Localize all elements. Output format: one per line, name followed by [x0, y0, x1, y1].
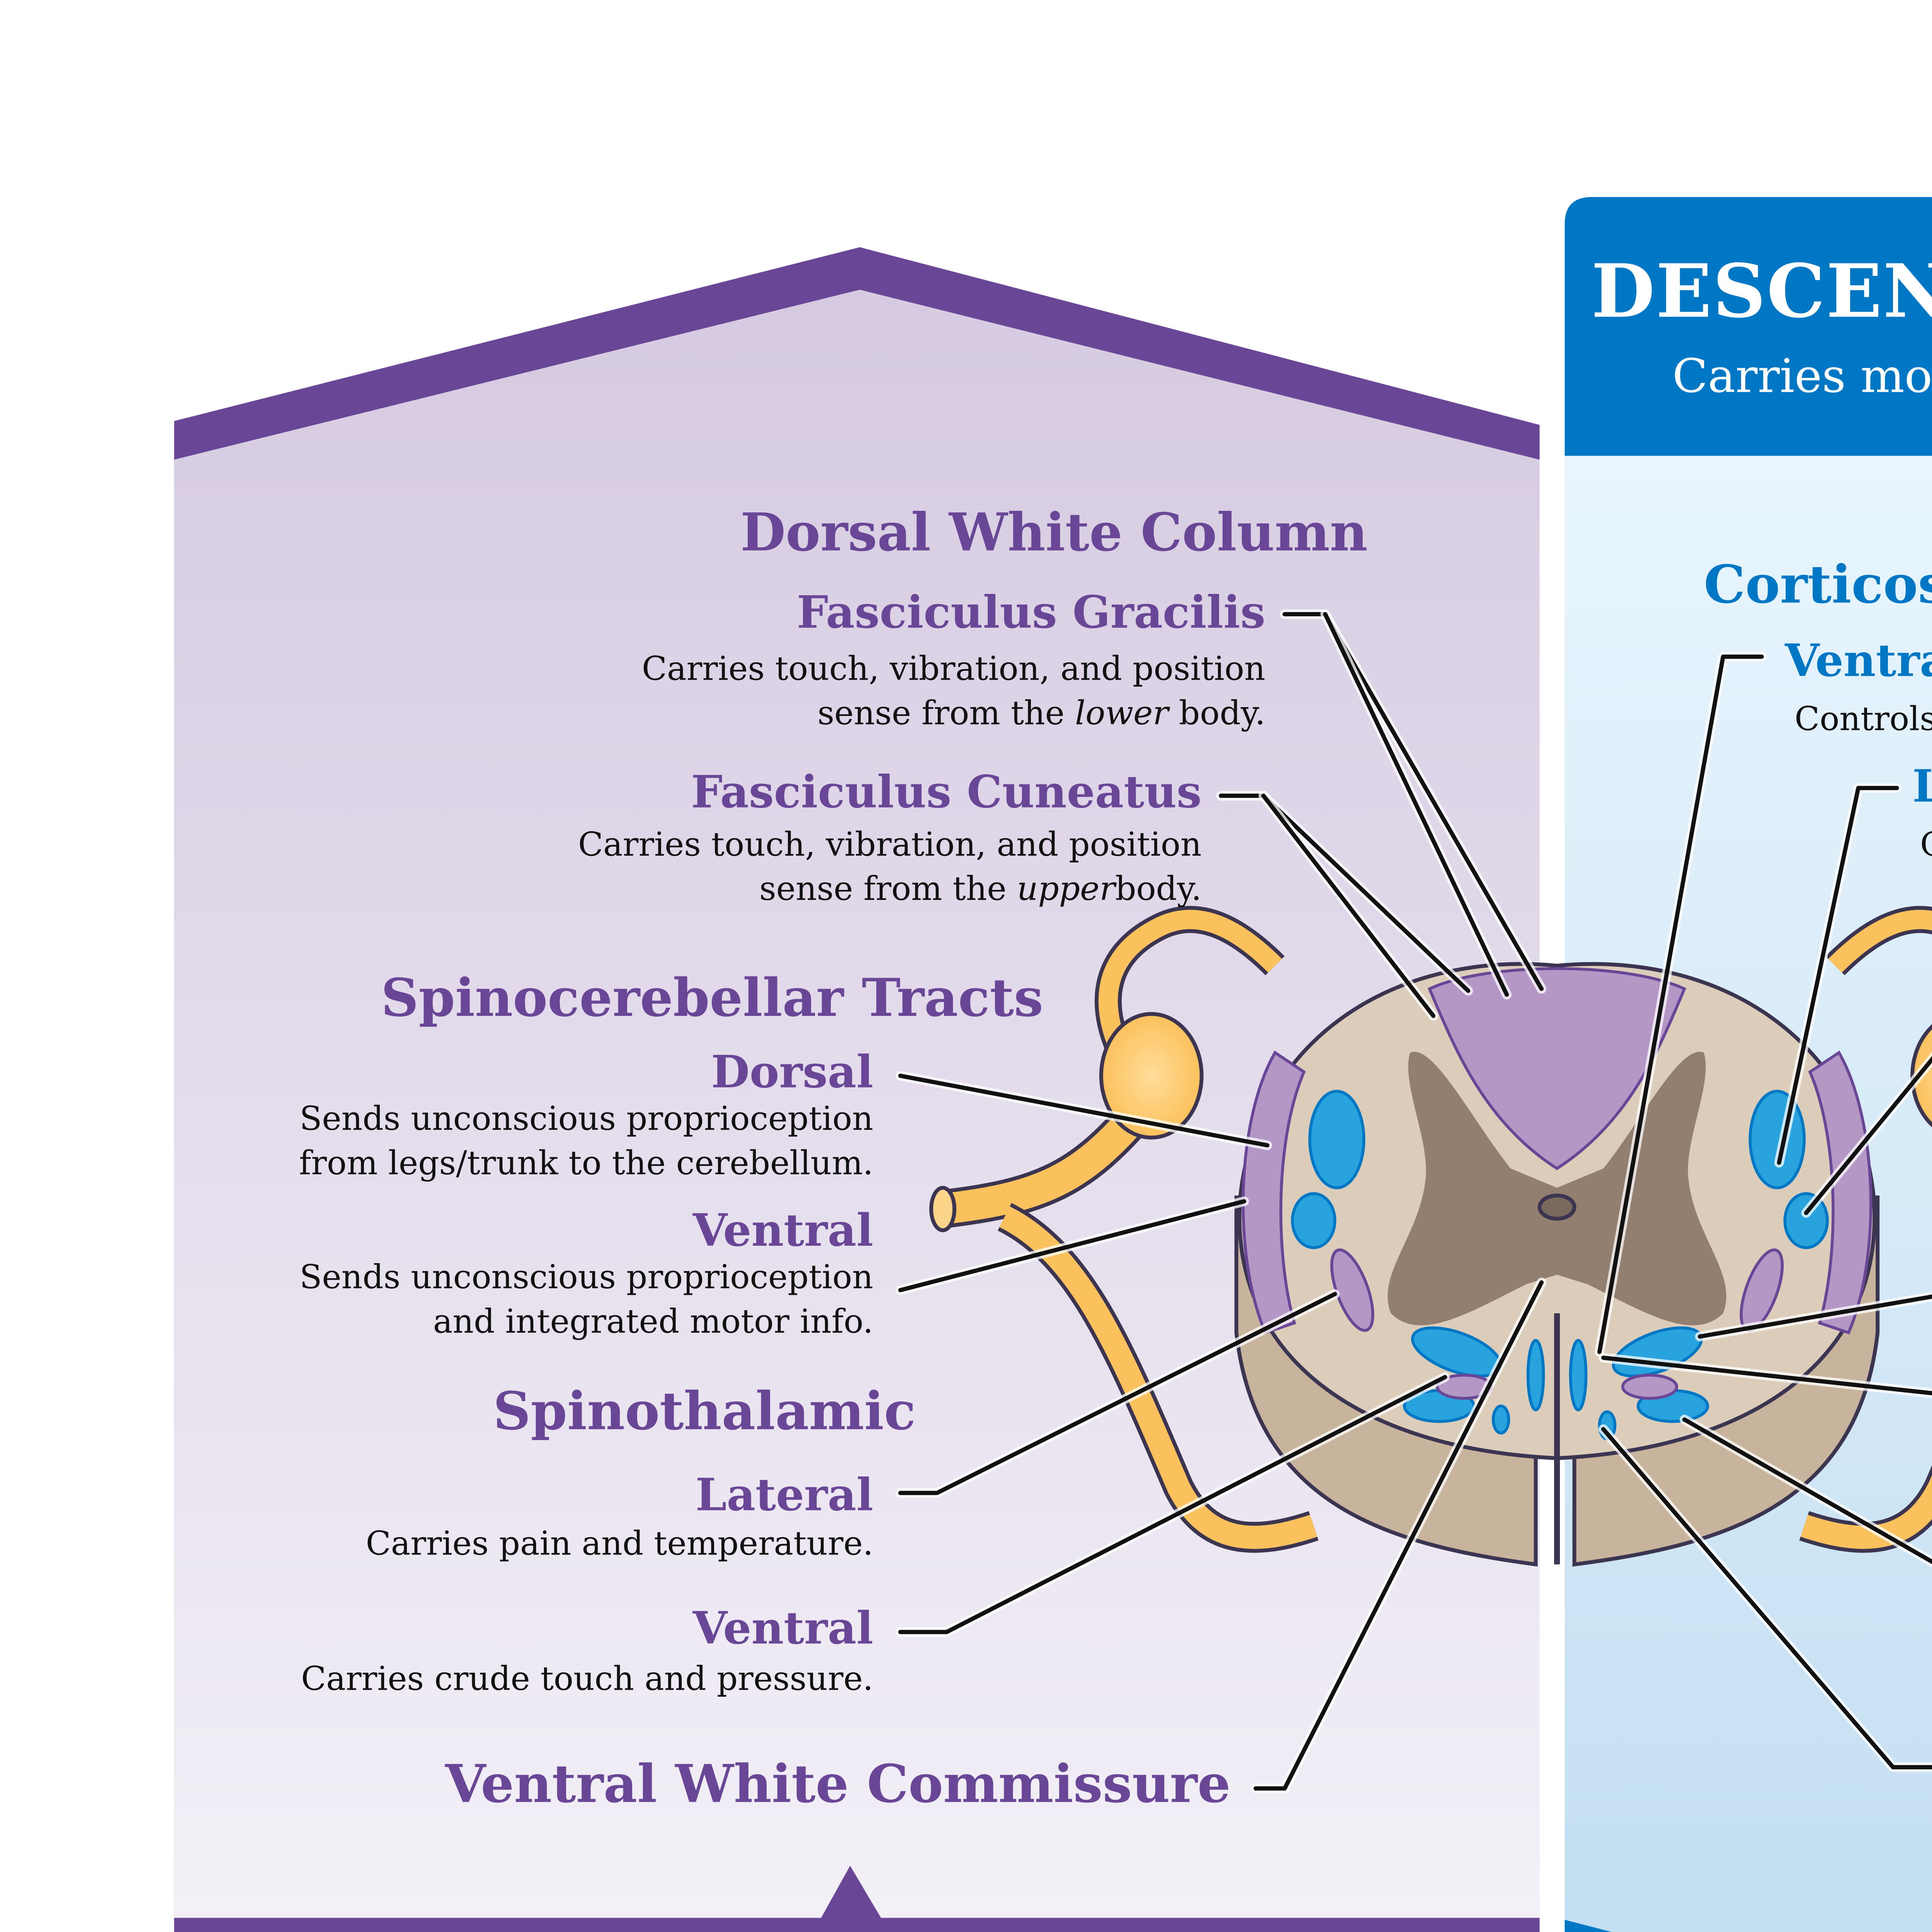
spinothalamic-lateral-label: Lateral [696, 1469, 873, 1521]
lateral-corticospinal-left [1308, 1090, 1366, 1189]
descending-labels: Corticospinal (Pyramidal) Tract Ventral … [1704, 553, 1932, 864]
spinal-nerve-cut-left [929, 1185, 956, 1232]
fasciculus-cuneatus-label: Fasciculus Cuneatus [691, 766, 1201, 818]
descending-tract-regions [1291, 1090, 1829, 1440]
descending-banner-title: DESCENDING MOTOR TRACTS [1591, 248, 1932, 334]
ventral-corticospinal-right [1569, 1339, 1588, 1412]
tectospinal-left [1492, 1405, 1510, 1435]
descending-banner-subtitle: Carries motor commands DOWN from the bra… [1672, 349, 1932, 403]
ventral-white-commissure-title: Ventral White Commissure [445, 1753, 1231, 1814]
lateral-corticospinal-right [1748, 1090, 1806, 1189]
spinocerebellar-ventral-label: Ventral [692, 1204, 873, 1257]
spinocerebellar-dorsal-label: Dorsal [711, 1046, 873, 1098]
dorsal-white-column-title: Dorsal White Column [740, 502, 1367, 563]
fasciculus-cuneatus-desc-1: Carries touch, vibration, and position [578, 825, 1202, 864]
spinocerebellar-dorsal-desc-1: Sends unconscious proprioception [299, 1100, 873, 1138]
spinocerebellar-ventral-desc-2: and integrated motor info. [433, 1303, 873, 1341]
descending-banner [1565, 197, 1932, 456]
central-canal [1537, 1193, 1577, 1221]
rubrospinal-left [1291, 1192, 1337, 1249]
spinocerebellar-dorsal-desc-2: from legs/trunk to the cerebellum. [299, 1144, 873, 1182]
corticospinal-ventral-label: Ventral [1784, 634, 1932, 687]
corticospinal-ventral-desc: Controls fine, skilled voluntary movemen… [1794, 700, 1932, 738]
ventral-corticospinal-left [1526, 1339, 1545, 1412]
spinocerebellar-ventral-desc-1: Sends unconscious proprioception [299, 1258, 873, 1296]
corticospinal-title: Corticospinal (Pyramidal) Tract [1704, 553, 1932, 615]
dorsal-root-ganglion-left [1099, 1012, 1204, 1140]
corticospinal-lateral-desc: Controls muscles of the trunk and postur… [1920, 825, 1932, 864]
nerve-root-left [929, 906, 1319, 1553]
leader-lines [895, 609, 1932, 1793]
spinothalamic-ventral-label: Ventral [692, 1602, 873, 1655]
fasciculus-gracilis-label: Fasciculus Gracilis [797, 586, 1265, 638]
ascending-banner [174, 1866, 1540, 1932]
spinothalamic-lateral-desc: Carries pain and temperature. [366, 1525, 873, 1563]
ascending-labels: Dorsal White Column Fasciculus Gracilis … [299, 502, 1368, 1815]
fasciculus-cuneatus-desc-2: sense from the upperbody. [759, 870, 1202, 908]
fasciculus-gracilis-desc-1: Carries touch, vibration, and position [642, 650, 1265, 688]
fasciculus-gracilis-desc-2: sense from the lower body. [818, 694, 1265, 732]
spinal-cord-diagram [929, 906, 1932, 1567]
corticospinal-lateral-label: Lateral [1912, 760, 1932, 812]
spinothalamic-ventral-desc: Carries crude touch and pressure. [301, 1660, 873, 1698]
spinocerebellar-title: Spinocerebellar Tracts [381, 967, 1043, 1028]
spinothalamic-title: Spinothalamic [493, 1380, 916, 1442]
spinothalamic-ventral-right [1621, 1374, 1679, 1400]
